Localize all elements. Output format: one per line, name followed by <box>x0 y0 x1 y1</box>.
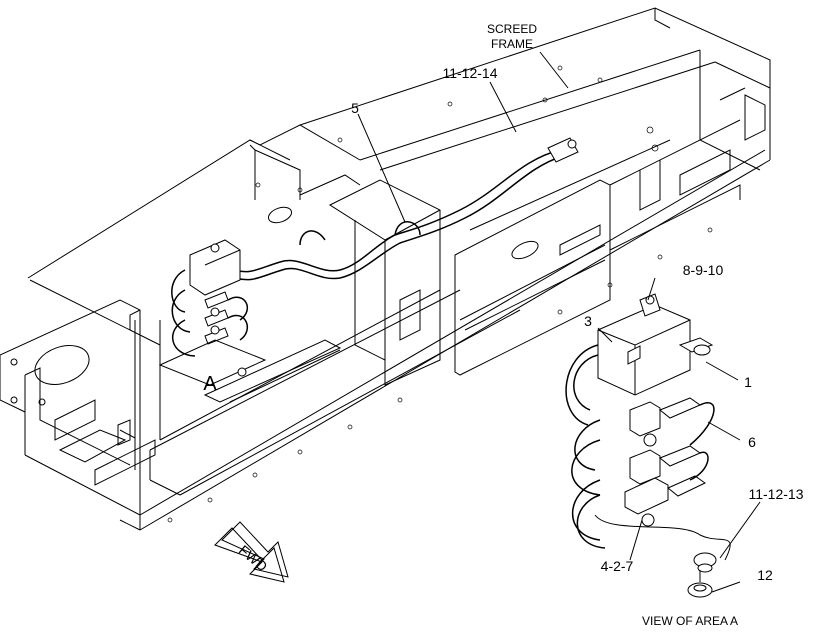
callout-8-9-10: 8-9-10 <box>683 262 724 278</box>
screed-frame-label-line2: FRAME <box>491 37 533 51</box>
callouts: SCREED FRAME 11-12-14 5 8-9-10 3 1 6 11-… <box>203 22 803 628</box>
area-a-components <box>158 239 267 386</box>
wiring-harness <box>234 137 579 281</box>
screed-frame-label-line1: SCREED <box>487 22 537 36</box>
callout-12: 12 <box>757 567 773 583</box>
bolt-holes <box>167 65 713 523</box>
callout-4-2-7: 4-2-7 <box>601 558 634 574</box>
callout-11-12-14: 11-12-14 <box>442 65 497 81</box>
view-caption: VIEW OF AREA A <box>642 614 738 628</box>
detail-view-area-a <box>565 293 731 598</box>
screed-frame-drawing <box>0 7 771 531</box>
callout-3: 3 <box>584 313 592 329</box>
callout-6: 6 <box>748 434 756 450</box>
area-a-label: A <box>203 373 217 395</box>
callout-5: 5 <box>351 100 359 116</box>
fwd-arrow-icon: FWD <box>214 521 289 583</box>
callout-11-12-13: 11-12-13 <box>748 486 803 502</box>
leader-lines <box>357 51 761 593</box>
callout-1: 1 <box>744 374 752 390</box>
